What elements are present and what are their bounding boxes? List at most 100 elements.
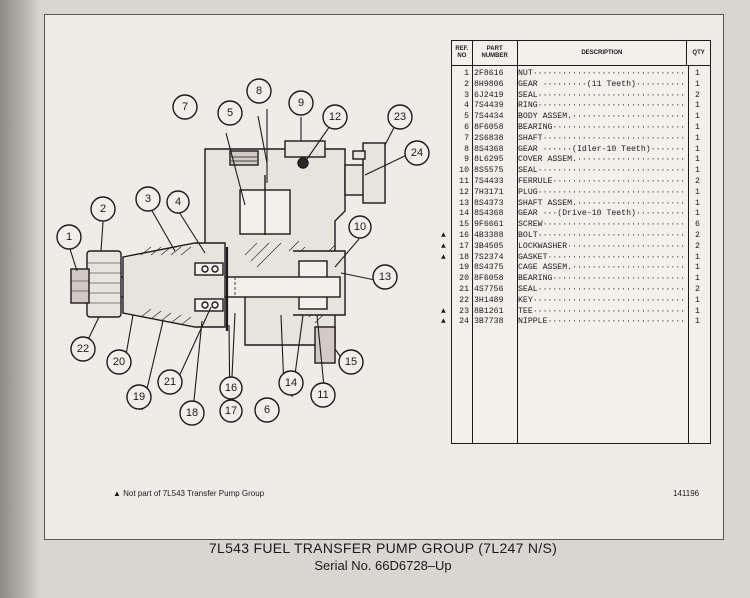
dot-leader: ········································… — [547, 317, 686, 327]
svg-text:5: 5 — [227, 107, 233, 119]
not-part-marker: ▲ — [441, 241, 446, 251]
header-part-number: PART NUMBER — [473, 41, 518, 65]
description-cell: SCREW···································… — [516, 220, 686, 231]
part-number-cell: 7S4433 — [474, 176, 504, 186]
svg-text:10: 10 — [354, 221, 366, 233]
part-number-cell: 8H9806 — [474, 79, 504, 89]
qty-cell: 1 — [695, 209, 700, 219]
svg-text:3: 3 — [145, 193, 151, 205]
not-part-marker: ▲ — [441, 230, 446, 240]
callout-8: 8 — [246, 78, 272, 104]
pump-exploded-diagram: 1 2 3 4 5 6 7 8 9 10 11 12 13 14 15 16 1… — [56, 78, 430, 426]
description-cell: SEAL····································… — [516, 91, 686, 102]
qty-cell: 1 — [695, 155, 700, 165]
page-edge-shadow — [0, 0, 40, 598]
ref-number-cell: 9 — [464, 155, 469, 165]
ref-number-cell: 11 — [459, 176, 469, 186]
part-number-cell: 6J2419 — [474, 90, 504, 100]
part-number-cell: 7S4434 — [474, 112, 504, 122]
part-number-cell: 4B3388 — [474, 230, 504, 240]
ref-number-cell: 7 — [464, 133, 469, 143]
callout-20: 20 — [106, 349, 132, 375]
dot-leader: ········································… — [635, 79, 686, 89]
header-qty: QTY — [692, 49, 705, 56]
svg-text:24: 24 — [411, 147, 423, 159]
description-cell: GEAR ······(Idler-10 Teeth)·············… — [516, 145, 686, 156]
svg-text:4: 4 — [175, 196, 181, 208]
description-cell: SEAL····································… — [516, 166, 686, 177]
svg-text:22: 22 — [77, 343, 89, 355]
part-number-cell: 7S2374 — [474, 252, 504, 262]
serial-number: Serial No. 66D6728–Up — [314, 558, 452, 573]
svg-text:9: 9 — [298, 97, 304, 109]
dot-leader: ········································… — [547, 252, 686, 262]
callout-13: 13 — [372, 264, 398, 290]
pump-body-drawing — [70, 140, 386, 364]
catalog-sheet: 1 2 3 4 5 6 7 8 9 10 11 12 13 14 15 16 1… — [44, 14, 724, 540]
qty-cell: 1 — [695, 187, 700, 197]
qty-cell: 1 — [695, 198, 700, 208]
ref-number-cell: 22 — [459, 295, 469, 305]
dot-leader: ········································… — [552, 176, 686, 186]
dot-leader: ········································… — [650, 144, 686, 154]
dot-leader: ········································… — [635, 209, 686, 219]
ref-number-cell: 18 — [459, 252, 469, 262]
part-number-cell: 8S4375 — [474, 263, 504, 273]
description-cell: KEY·····································… — [516, 296, 686, 307]
table-row: ▲ 18 7S2374 GASKET·························… — [441, 252, 710, 264]
svg-text:17: 17 — [225, 405, 237, 417]
svg-text:13: 13 — [379, 271, 391, 283]
header-ref-no: REF. NO — [452, 41, 473, 65]
callout-12: 12 — [322, 104, 348, 130]
ref-number-cell: 16 — [459, 230, 469, 240]
parts-table-header: REF. NO PART NUMBER DESCRIPTION QTY — [452, 41, 710, 66]
callout-10: 10 — [348, 215, 372, 239]
qty-cell: 1 — [695, 166, 700, 176]
callout-17: 17 — [219, 399, 243, 423]
ref-number-cell: 1 — [464, 69, 469, 78]
part-number-cell: 2S6838 — [474, 133, 504, 143]
part-number-cell: 3B4505 — [474, 241, 504, 251]
qty-cell: 1 — [695, 101, 700, 111]
not-part-marker: ▲ — [441, 252, 446, 262]
qty-cell: 1 — [695, 69, 700, 78]
ref-number-cell: 6 — [464, 122, 469, 132]
svg-text:15: 15 — [345, 356, 357, 368]
dot-leader: ········································… — [532, 306, 686, 316]
ref-number-cell: 3 — [464, 90, 469, 100]
callout-19: 19 — [126, 384, 152, 410]
dot-leader: ········································… — [532, 295, 686, 305]
description-cell: GASKET··································… — [516, 253, 686, 264]
dot-leader: ········································… — [537, 166, 686, 176]
qty-cell: 2 — [695, 90, 700, 100]
callout-2: 2 — [90, 196, 116, 222]
callout-6: 6 — [254, 397, 280, 423]
description-cell: SHAFT ASSEM.····························… — [516, 199, 686, 210]
description-cell: PLUG····································… — [516, 188, 686, 199]
callout-9: 9 — [288, 90, 314, 116]
callout-15: 15 — [338, 349, 364, 375]
description-cell: GEAR ···(Drive-10 Teeth)················… — [516, 209, 686, 220]
svg-text:18: 18 — [186, 407, 198, 419]
description-cell: BEARING·································… — [516, 123, 686, 134]
page-title: 7L543 FUEL TRANSFER PUMP GROUP (7L247 N/… — [208, 540, 558, 556]
column-divider — [472, 65, 473, 443]
ref-number-cell: 10 — [459, 166, 469, 176]
ref-number-cell: 8 — [464, 144, 469, 154]
svg-text:1: 1 — [66, 231, 72, 243]
dot-leader: ········································… — [552, 122, 686, 132]
svg-text:19: 19 — [133, 391, 145, 403]
description-cell: BEARING·································… — [516, 274, 686, 285]
qty-cell: 1 — [695, 295, 700, 305]
description-cell: NIPPLE··································… — [516, 317, 686, 328]
qty-cell: 2 — [695, 284, 700, 294]
